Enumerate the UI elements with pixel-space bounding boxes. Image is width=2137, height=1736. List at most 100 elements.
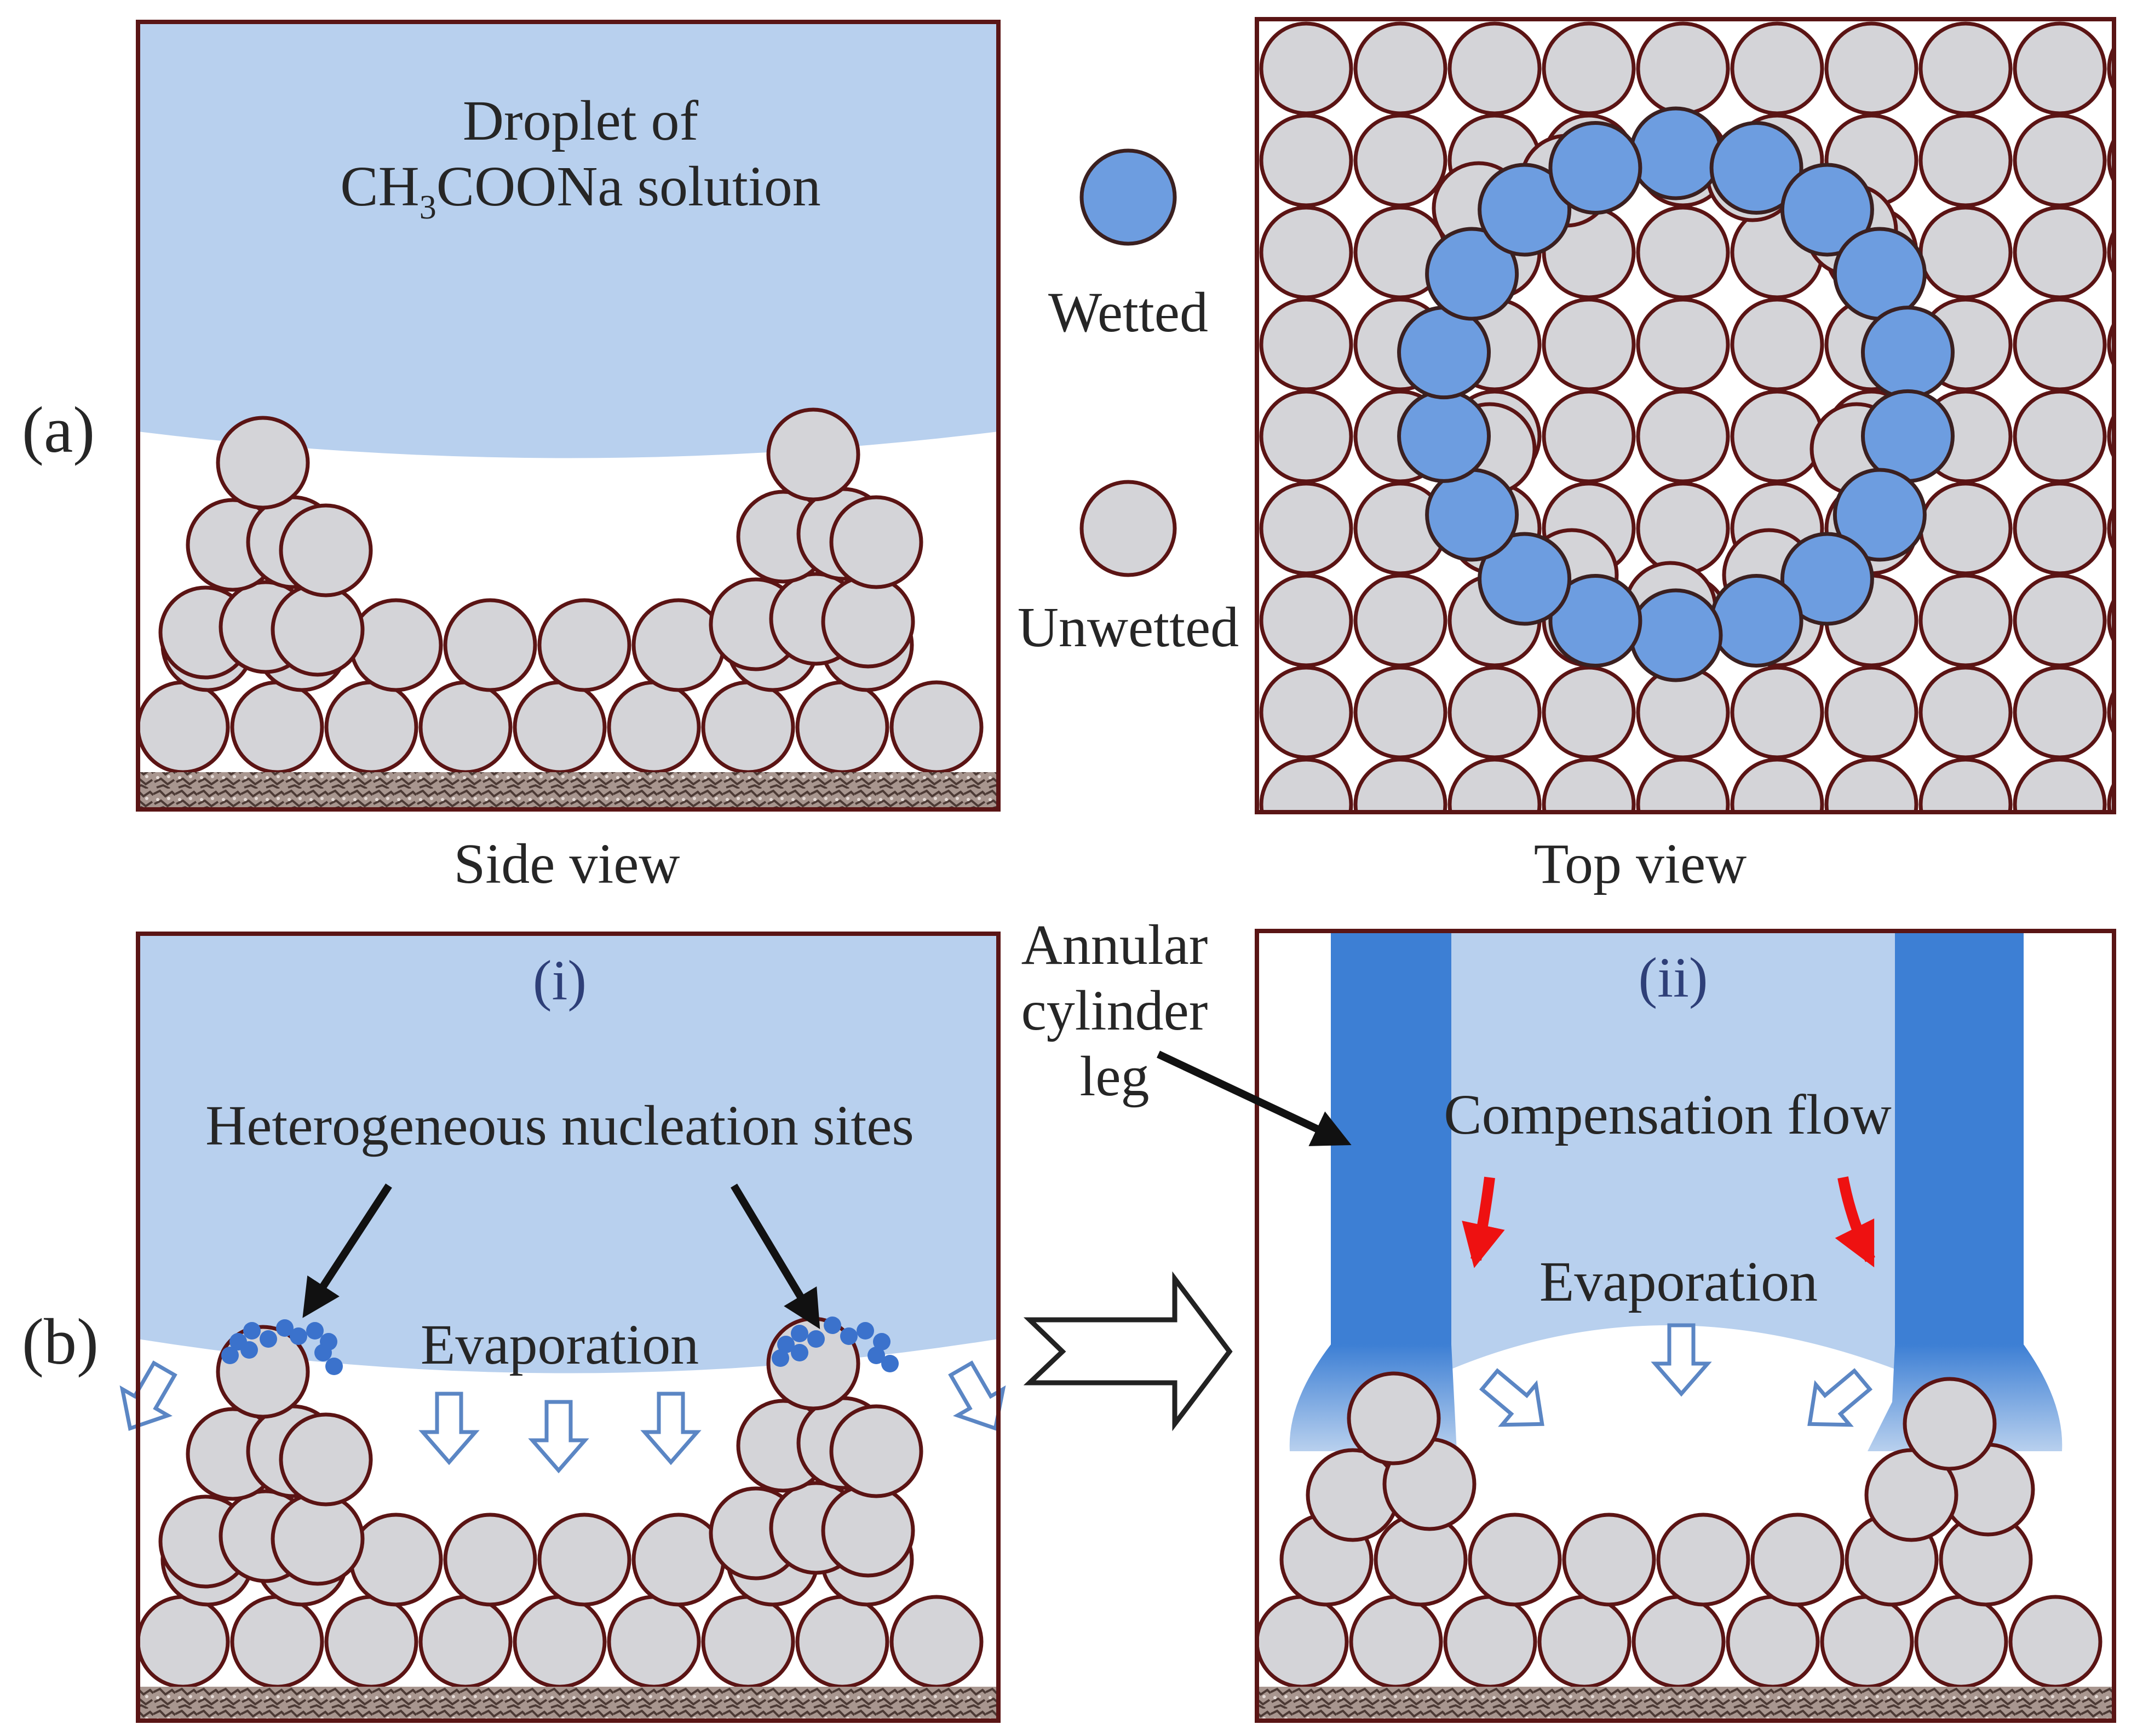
stage-ii-panel: (ii) Compensation flow Evaporation xyxy=(1255,929,2116,1723)
annular-leg-pointer xyxy=(1157,1050,1352,1146)
stage-i-substrate xyxy=(138,1687,998,1721)
stage-ii-label: (ii) xyxy=(1638,946,1708,1009)
particle xyxy=(1632,1595,1726,1689)
wetted-particle xyxy=(1860,389,1955,483)
particle xyxy=(1542,297,1636,392)
nucleus-dot xyxy=(290,1327,307,1345)
wetted-particle xyxy=(1780,532,1874,626)
particle xyxy=(1447,757,1542,812)
particle xyxy=(829,1404,923,1498)
wetted-particle xyxy=(1548,573,1642,668)
particle xyxy=(1730,389,1824,484)
particle xyxy=(537,1513,631,1607)
wetted-particle xyxy=(1425,468,1519,562)
particle xyxy=(1636,389,1730,484)
particle xyxy=(537,598,631,692)
particle xyxy=(1443,1595,1537,1689)
particle xyxy=(821,574,915,669)
nucleation-arrow-left xyxy=(302,1183,392,1318)
particle xyxy=(418,680,513,774)
particle xyxy=(1447,665,1542,760)
annular-label-line3: leg xyxy=(1079,1045,1149,1108)
annular-leg-right xyxy=(1895,931,2024,1347)
particle xyxy=(1468,1513,1562,1607)
evaporation-arrow xyxy=(418,1392,480,1465)
wetted-particle xyxy=(1397,389,1491,483)
particle xyxy=(2013,113,2107,208)
particle xyxy=(795,1595,889,1689)
particle xyxy=(1542,757,1636,812)
particle xyxy=(1636,205,1730,300)
particle xyxy=(1257,1595,1349,1689)
wetted-particle xyxy=(1397,306,1491,400)
wetted-particle xyxy=(1709,573,1803,668)
stage-i-particle-bed xyxy=(136,1317,984,1689)
particle xyxy=(1259,389,1353,484)
particle xyxy=(1730,297,1824,392)
particle xyxy=(631,598,726,692)
particle xyxy=(1353,573,1447,668)
wetted-particle xyxy=(1629,106,1723,200)
particle xyxy=(279,503,373,597)
particle xyxy=(230,1595,324,1689)
particle xyxy=(1730,757,1824,812)
particle xyxy=(1353,113,1447,208)
wetted-particle xyxy=(1629,588,1723,682)
particle xyxy=(1636,481,1730,576)
top-view-panel xyxy=(1255,17,2116,814)
particle xyxy=(271,1492,365,1586)
unwetted-legend-label: Unwetted xyxy=(1018,596,1239,659)
particle xyxy=(216,416,310,510)
annular-leg-left xyxy=(1331,931,1451,1347)
compensation-arrow-right xyxy=(1835,1176,1875,1268)
evaporation-arrow xyxy=(1807,1368,1873,1427)
particle xyxy=(2013,757,2107,812)
particle xyxy=(349,598,443,692)
wetted-particle-ring xyxy=(1397,106,1955,682)
nucleus-dot xyxy=(807,1330,825,1348)
nucleus-dot xyxy=(314,1344,332,1361)
particle xyxy=(136,1595,230,1689)
particle xyxy=(701,1595,795,1689)
wetted-particle xyxy=(1860,306,1955,400)
wetted-particle xyxy=(1780,163,1874,257)
particle xyxy=(1824,757,1918,812)
nucleation-dots xyxy=(221,1317,899,1375)
particle xyxy=(889,680,984,774)
particle xyxy=(2008,1595,2102,1689)
nucleus-dot xyxy=(306,1322,324,1340)
evaporation-arrow xyxy=(528,1400,589,1474)
particle xyxy=(1259,297,1353,392)
nucleus-dot xyxy=(791,1325,808,1342)
nucleus-dot xyxy=(221,1347,239,1364)
particle xyxy=(1750,1513,1845,1607)
particle xyxy=(1903,1377,1997,1471)
particle xyxy=(418,1595,513,1689)
particle xyxy=(1636,21,1730,116)
wetted-legend-swatch xyxy=(1079,148,1177,246)
particle xyxy=(1259,205,1353,300)
stage-i-evaporation-label: Evaporation xyxy=(421,1313,699,1376)
particle xyxy=(1918,21,2013,116)
particle xyxy=(1347,1371,1441,1465)
particle xyxy=(1447,21,1542,116)
particle xyxy=(1353,757,1447,812)
wetted-particle xyxy=(1478,163,1572,257)
stage-ii-frame xyxy=(1255,929,2116,1723)
particle xyxy=(1259,573,1353,668)
stage-i-label: (i) xyxy=(533,949,587,1012)
particle xyxy=(1353,21,1447,116)
particle xyxy=(1730,21,1824,116)
particle xyxy=(1914,1595,2008,1689)
droplet-label-line1: Droplet of xyxy=(463,89,699,152)
wetted-particle xyxy=(1425,227,1519,321)
particle xyxy=(1562,1513,1656,1607)
nucleus-dot xyxy=(873,1333,891,1350)
particle xyxy=(701,680,795,774)
particle xyxy=(766,407,860,502)
particle xyxy=(1656,1513,1750,1607)
legend: Wetted Unwetted xyxy=(1018,148,1239,659)
nucleus-dot xyxy=(840,1327,858,1345)
stage-ii-evaporation-arrows xyxy=(1479,1323,1873,1427)
particle xyxy=(829,495,923,589)
